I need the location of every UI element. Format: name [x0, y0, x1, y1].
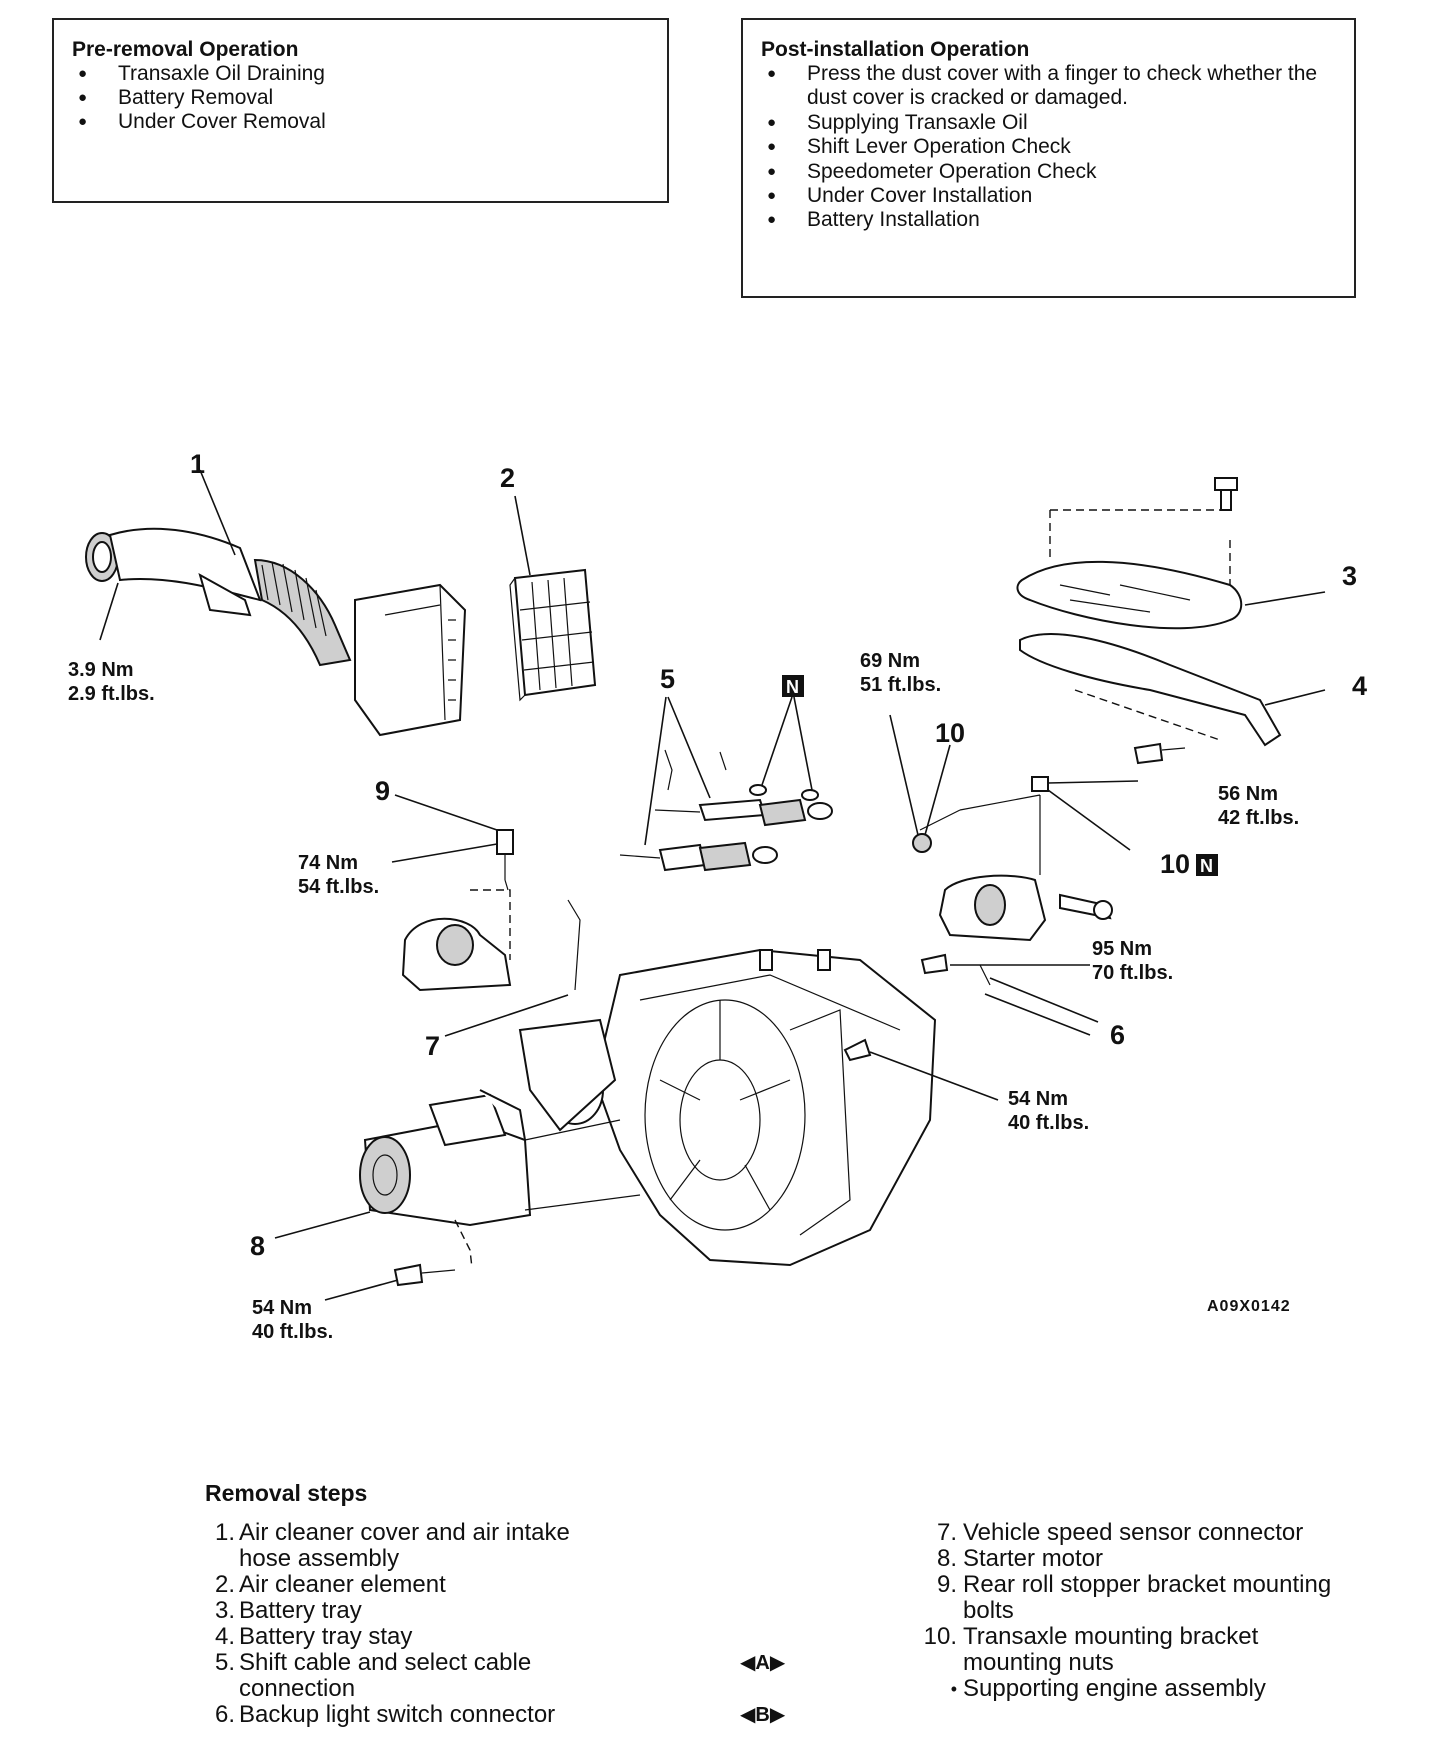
callout-7: 7 [425, 1031, 440, 1061]
torque-nm: 54 Nm [1008, 1088, 1068, 1110]
torque-nm: 54 Nm [252, 1297, 312, 1319]
n-marker: N [782, 675, 804, 697]
svg-text:N: N [1200, 856, 1213, 876]
list-item: 2.Air cleaner element [214, 1571, 446, 1598]
post-installation-title: Post-installation Operation [761, 38, 1030, 61]
list-item: Under Cover Installation [761, 184, 1336, 209]
torque-ft: 51 ft.lbs. [860, 674, 941, 696]
svg-text:N: N [786, 677, 799, 697]
list-item: Transaxle Oil Draining [72, 62, 649, 86]
list-item: •Supporting engine assembly [950, 1675, 1266, 1702]
steps-right-column: 7.Vehicle speed sensor connector 8.Start… [915, 1520, 1395, 1702]
rear-roll-stopper-part [401, 829, 514, 992]
shift-cable-part [619, 749, 833, 872]
battery-tray-stay-part [1019, 633, 1282, 765]
torque-ft: 2.9 ft.lbs. [68, 683, 155, 705]
torque-ft: 40 ft.lbs. [252, 1321, 333, 1343]
post-installation-list: Press the dust cover with a finger to ch… [761, 62, 1336, 233]
callout-8: 8 [250, 1231, 265, 1261]
battery-tray-part [1016, 477, 1243, 630]
removal-steps: Removal steps 1.Air cleaner cover and ai… [205, 1480, 1385, 1728]
list-item: Shift Lever Operation Check [761, 135, 1336, 160]
exploded-diagram: 1 2 3 4 5 6 7 8 9 10 10 N N 3.9 Nm 2.9 f… [68, 449, 1367, 1343]
callout-5: 5 [660, 664, 675, 694]
callout-10: 10 [935, 718, 965, 748]
post-installation-box: Post-installation Operation Press the du… [741, 18, 1356, 298]
transaxle-housing-part [518, 899, 991, 1267]
list-item: 1.Air cleaner cover and air intake hose … [214, 1519, 570, 1572]
figure-code: A09X0142 [1207, 1298, 1291, 1315]
marker-b: ◀B▶ [740, 1704, 786, 1726]
callout-4: 4 [1352, 671, 1367, 701]
torque-nm: 3.9 Nm [68, 659, 134, 681]
transaxle-mount-bracket-part [912, 776, 1113, 942]
leader-lines [99, 469, 1326, 1301]
starter-motor-part [359, 1089, 641, 1287]
torque-nm: 56 Nm [1218, 783, 1278, 805]
list-item: Supplying Transaxle Oil [761, 111, 1336, 136]
list-item: 9.Rear roll stopper bracket mounting bol… [936, 1571, 1332, 1624]
torque-ft: 40 ft.lbs. [1008, 1112, 1089, 1134]
pre-removal-title: Pre-removal Operation [72, 38, 299, 61]
marker-a: ◀A▶ [740, 1652, 786, 1674]
air-intake-hose-part [85, 527, 467, 737]
callout-1: 1 [190, 449, 205, 479]
list-item: Press the dust cover with a finger to ch… [761, 62, 1336, 111]
removal-steps-title: Removal steps [205, 1480, 368, 1506]
callout-9: 9 [375, 776, 390, 806]
callout-6: 6 [1110, 1020, 1125, 1050]
callout-2: 2 [500, 463, 515, 493]
torque-nm: 95 Nm [1092, 938, 1152, 960]
list-item: Battery Removal [72, 86, 649, 110]
air-cleaner-element-part [509, 568, 597, 702]
list-item: 5.Shift cable and select cable connectio… [214, 1649, 532, 1702]
callout-3: 3 [1342, 561, 1357, 591]
pre-removal-box: Pre-removal Operation Transaxle Oil Drai… [52, 18, 669, 203]
list-item: Speedometer Operation Check [761, 160, 1336, 185]
torque-ft: 70 ft.lbs. [1092, 962, 1173, 984]
torque-nm: 74 Nm [298, 852, 358, 874]
pre-removal-list: Transaxle Oil Draining Battery Removal U… [72, 62, 649, 134]
list-item: 6.Backup light switch connector [214, 1701, 556, 1728]
list-item: 4.Battery tray stay [214, 1623, 413, 1650]
list-item: Battery Installation [761, 208, 1336, 233]
list-item: 8.Starter motor [936, 1545, 1104, 1572]
list-item: 3.Battery tray [214, 1597, 362, 1624]
list-item: Under Cover Removal [72, 110, 649, 134]
callout-10: 10 [1160, 849, 1190, 879]
list-item: 10.Transaxle mounting bracket mounting n… [923, 1623, 1259, 1676]
steps-left-column: 1.Air cleaner cover and air intake hose … [205, 1520, 625, 1728]
torque-ft: 42 ft.lbs. [1218, 807, 1299, 829]
torque-ft: 54 ft.lbs. [298, 876, 379, 898]
torque-nm: 69 Nm [860, 650, 920, 672]
n-marker: N [1196, 854, 1218, 876]
list-item: 7.Vehicle speed sensor connector [936, 1519, 1304, 1546]
